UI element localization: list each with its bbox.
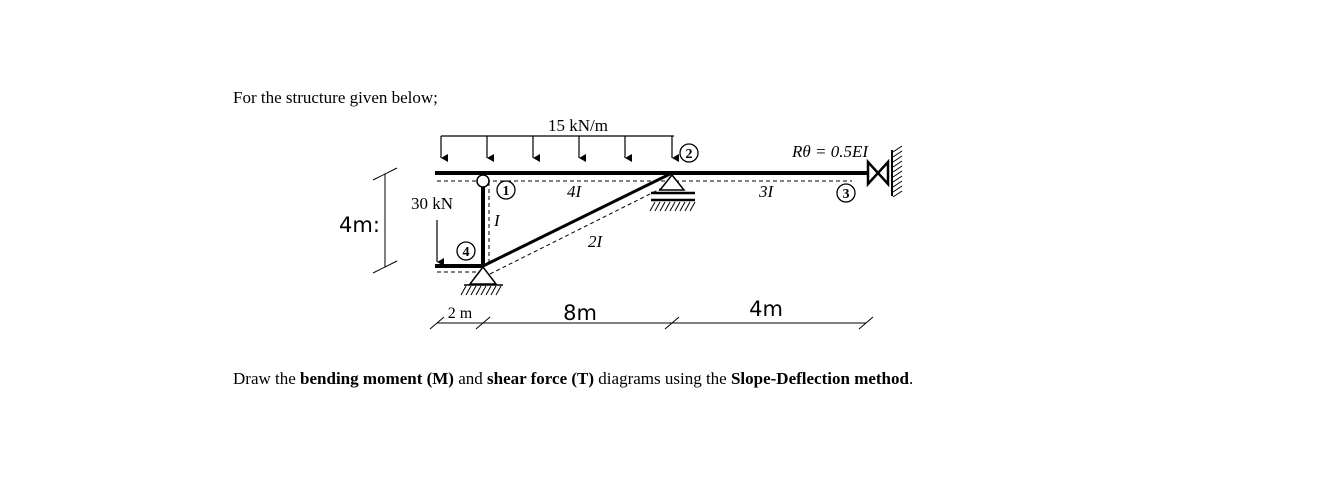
task-text: Draw the bending moment (M) and shear fo… [233,369,914,388]
rotational-spring-label: Rθ = 0.5EI [791,142,869,161]
node-marker-2: 2 [679,143,699,163]
svg-text:1: 1 [503,184,510,199]
inclined-stiffness-label: 2I [588,232,604,251]
node-marker-4: 4 [456,241,476,261]
beam-right-stiffness-label: 3I [758,182,775,201]
node-marker-3: 3 [836,183,856,203]
left-span-dimension-label: 8m [563,301,597,325]
roller-support [649,173,696,212]
right-span-dimension-label: 4m [749,297,783,321]
inclined-member [482,172,671,268]
svg-text:4: 4 [463,245,470,260]
distributed-load-label: 15 kN/m [548,116,608,135]
column-stiffness-label: I [493,211,501,230]
svg-text:3: 3 [843,187,850,202]
intro-text: For the structure given below; [233,88,438,107]
node-marker-1: 1 [496,180,516,200]
dashed-reference-lines [437,180,852,275]
height-dimension [372,167,398,274]
hinge [476,174,490,188]
overhang-dimension-label: 2 m [448,305,473,322]
beam-left-stiffness-label: 4I [567,182,583,201]
point-load-label: 30 kN [411,194,453,213]
pin-support [460,265,503,296]
height-dimension-label: 4m: [339,213,380,237]
svg-text:2: 2 [686,147,693,162]
rotational-spring-support [866,145,903,198]
distributed-load [440,135,679,162]
horizontal-dimensions [429,316,874,330]
